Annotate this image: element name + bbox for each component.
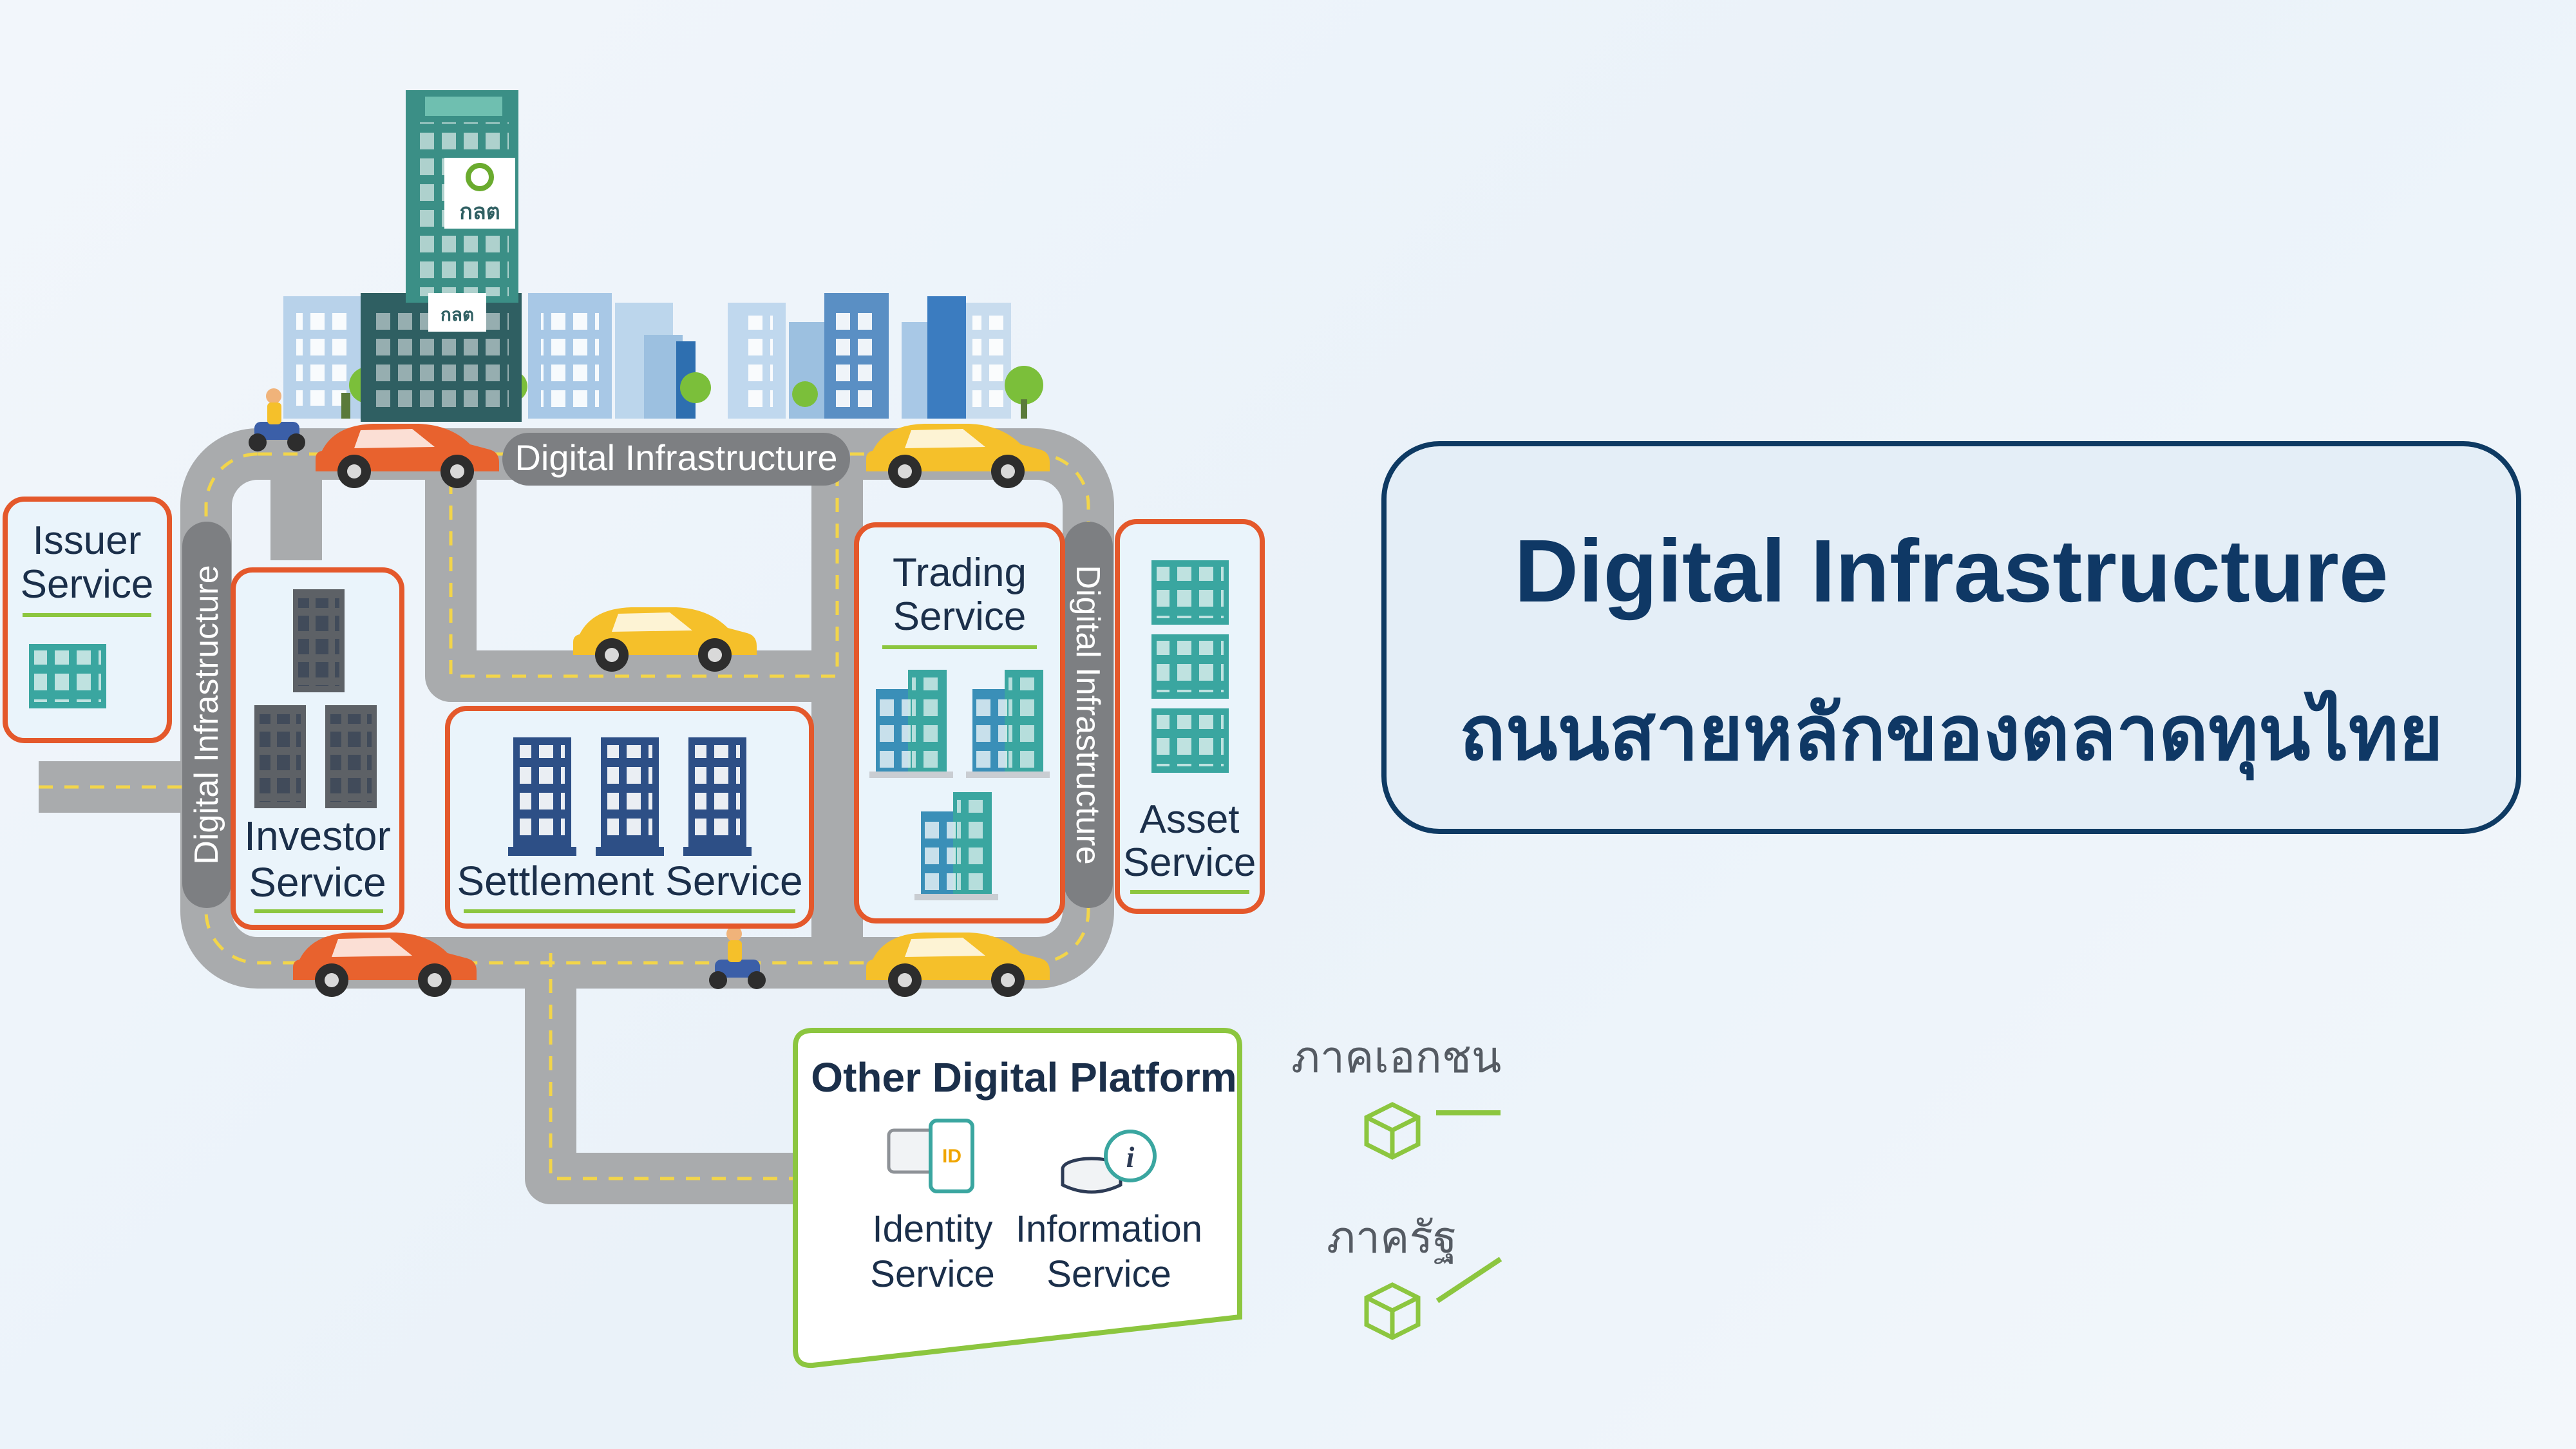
- platform-title: Other Digital Platform: [811, 1054, 1236, 1101]
- svg-text:Service: Service: [1046, 1253, 1171, 1295]
- svg-text:ID: ID: [942, 1146, 961, 1167]
- asset-buildings-icon: [1151, 560, 1229, 625]
- panel-title: Digital Infrastructure: [1514, 522, 2389, 621]
- identity-service-label: Identity: [873, 1208, 993, 1250]
- svg-text:ภาครัฐ: ภาครัฐ: [1327, 1213, 1457, 1264]
- svg-text:Service: Service: [1123, 840, 1256, 885]
- settlement-buildings-icon: [508, 737, 576, 856]
- government-sector: ภาครัฐ: [1327, 1213, 1502, 1338]
- sec-lobby-logo-text: กลต: [440, 304, 474, 325]
- road-label-left: Digital Infrastructure: [182, 522, 231, 908]
- svg-text:Trading: Trading: [893, 551, 1027, 595]
- svg-text:Digital Infrastructure: Digital Infrastructure: [188, 565, 225, 864]
- svg-text:Service: Service: [893, 594, 1027, 639]
- information-service-label: Information: [1016, 1208, 1202, 1250]
- sec-logo-text: กลต: [459, 199, 500, 225]
- city-skyline: [283, 293, 1043, 419]
- investor-service-box: Investor Service: [231, 567, 404, 930]
- trading-service-box: Trading Service: [854, 522, 1065, 923]
- government-sector-cube-icon: [1367, 1285, 1418, 1338]
- svg-text:Settlement Service: Settlement Service: [457, 858, 802, 904]
- road-label-top: Digital Infrastructure: [502, 433, 850, 486]
- svg-text:Investor: Investor: [244, 813, 391, 859]
- private-sector: ภาคเอกชน: [1291, 1032, 1501, 1157]
- svg-text:Asset: Asset: [1139, 797, 1239, 842]
- sec-headquarters: กลต กลต: [361, 90, 522, 422]
- svg-text:i: i: [1126, 1141, 1135, 1173]
- settlement-service-box: Settlement Service: [445, 706, 814, 929]
- issuer-buildings-icon: [29, 644, 106, 708]
- id-card-icon: ID: [887, 1119, 974, 1193]
- svg-text:Digital Infrastructure: Digital Infrastructure: [515, 437, 837, 478]
- other-digital-platform-box: Other Digital Platform ID i Identity Ser…: [793, 1028, 1242, 1368]
- svg-text:Digital Infrastructure: Digital Infrastructure: [1069, 565, 1106, 864]
- svg-text:Service: Service: [870, 1253, 994, 1295]
- road-label-right: Digital Infrastructure: [1064, 522, 1113, 908]
- private-sector-cube-icon: [1367, 1104, 1418, 1157]
- asset-service-box: Asset Service: [1115, 519, 1265, 914]
- svg-text:Service: Service: [249, 859, 386, 905]
- issuer-service-box: Issuer Service: [3, 497, 172, 743]
- svg-text:Issuer: Issuer: [33, 518, 142, 563]
- svg-text:Service: Service: [21, 562, 154, 607]
- panel-subtitle: ถนนสายหลักของตลาดทุนไทย: [1459, 688, 2443, 777]
- svg-text:ภาคเอกชน: ภาคเอกชน: [1291, 1032, 1501, 1083]
- investor-buildings-icon: [293, 589, 345, 692]
- information-database-icon: i: [1061, 1130, 1157, 1194]
- title-panel: Digital Infrastructure ถนนสายหลักของตลาด…: [1381, 441, 2521, 834]
